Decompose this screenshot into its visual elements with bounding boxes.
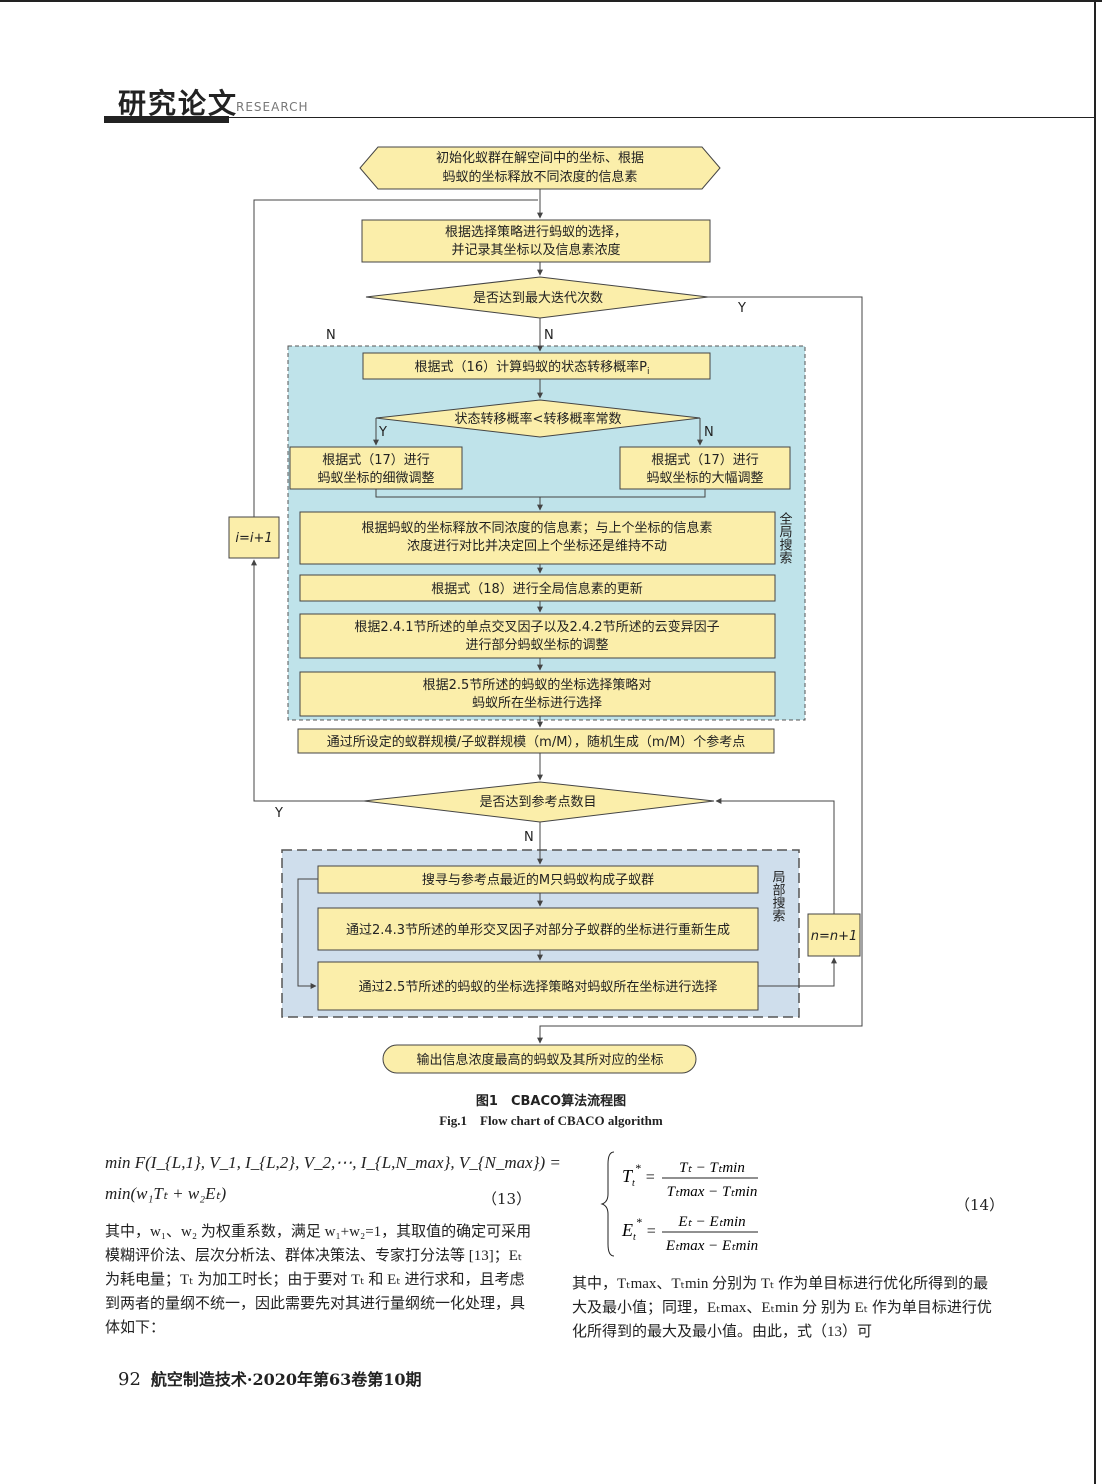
global-update-box bbox=[299, 574, 776, 602]
start-node bbox=[359, 146, 721, 190]
global-update-label: 根据式（18）进行全局信息素的更新 bbox=[431, 581, 643, 597]
crossover-line1: 根据2.4.1节所述的单点交叉因子以及2.4.2节所述的云变异因子 bbox=[354, 619, 719, 635]
svg-text:Tt* =: Tt* = bbox=[622, 1161, 656, 1189]
crossover-box bbox=[299, 613, 776, 659]
equation-13-line2: min(w₁Tₜ + w₂Eₜ) bbox=[105, 1184, 227, 1203]
eq14-E-denominator: Eₜmax − Eₜmin bbox=[665, 1238, 758, 1254]
ref-decision-label: 是否达到参考点数目 bbox=[479, 794, 596, 810]
transfer-decision-label: 状态转移概率<转移概率常数 bbox=[455, 411, 622, 427]
regen-box bbox=[317, 907, 759, 951]
max-iter-label: 是否达到最大迭代次数 bbox=[473, 290, 603, 306]
header-bar bbox=[104, 116, 229, 123]
journal-name: 航空制造技术·2020年第63卷第10期 bbox=[150, 1370, 422, 1389]
crossover-line2: 进行部分蚂蚁坐标的调整 bbox=[465, 637, 608, 653]
section-title: 研究论文 bbox=[118, 87, 239, 120]
loop-no: N bbox=[326, 328, 336, 343]
max-iter-no: N bbox=[544, 328, 554, 343]
equation-13-number: （13） bbox=[482, 1190, 532, 1208]
large-adjust-line2: 蚂蚁坐标的大幅调整 bbox=[646, 470, 763, 486]
large-adjust-line1: 根据式（17）进行 bbox=[651, 453, 759, 468]
fine-adjust-line1: 根据式（17）进行 bbox=[322, 453, 430, 468]
equation-13-line1: min F(I_{L,1}, V_1, I_{L,2}, V_2,⋯, I_{L… bbox=[105, 1153, 561, 1172]
eq14-T-denominator: Tₜmax − Tₜmin bbox=[667, 1184, 758, 1200]
page-number: 92 bbox=[118, 1369, 141, 1390]
start-node-line2: 蚂蚁的坐标释放不同浓度的信息素 bbox=[442, 169, 637, 185]
local-choose-label: 通过2.5节所述的蚂蚁的坐标选择策略对蚂蚁所在坐标进行选择 bbox=[359, 979, 718, 995]
fine-adjust-box bbox=[289, 446, 463, 490]
select-box-line1: 根据选择策略进行蚂蚁的选择， bbox=[445, 224, 627, 240]
large-adjust-box bbox=[619, 446, 791, 490]
ref-yes: Y bbox=[274, 806, 283, 821]
select-box-line2: 并记录其坐标以及信息素浓度 bbox=[451, 242, 620, 258]
local-search-label: 局部搜索 bbox=[770, 870, 786, 922]
n-update-label: n=n+1 bbox=[811, 929, 858, 944]
transfer-no: N bbox=[704, 425, 714, 440]
sub-colony-label: 搜寻与参考点最近的M只蚂蚁构成子蚁群 bbox=[422, 872, 654, 888]
eq14-T-numerator: Tₜ − Tₜmin bbox=[679, 1160, 745, 1176]
page-footer: 92 航空制造技术·2020年第63卷第10期 bbox=[118, 1366, 422, 1390]
fine-adjust-line2: 蚂蚁坐标的细微调整 bbox=[317, 470, 434, 486]
svg-text:Et* =: Et* = bbox=[621, 1215, 657, 1243]
output-node bbox=[382, 1044, 697, 1074]
max-iter-yes: Y bbox=[737, 301, 746, 316]
n-update-box bbox=[807, 913, 861, 957]
transfer-yes: Y bbox=[378, 425, 387, 440]
global-search-label: 全局搜索 bbox=[777, 511, 793, 564]
section-subtitle: RESEARCH bbox=[236, 100, 309, 114]
header-line bbox=[229, 117, 1096, 118]
equation-14-number: （14） bbox=[955, 1196, 1005, 1214]
eq14-E-numerator: Eₜ − Eₜmin bbox=[677, 1214, 745, 1230]
top-rule bbox=[0, 0, 1102, 2]
choose-line2: 蚂蚁所在坐标进行选择 bbox=[472, 696, 602, 711]
figure-caption-cn: 图1 CBACO算法流程图 bbox=[475, 1094, 627, 1109]
figure-caption-en: Fig.1 Flow chart of CBACO algorithm bbox=[439, 1113, 663, 1128]
equation-14: Tt* = Tₜ − Tₜmin Tₜmax − Tₜmin Et* = Eₜ … bbox=[600, 1151, 758, 1257]
release-box bbox=[299, 511, 776, 565]
local-choose-box bbox=[317, 961, 759, 1011]
right-paragraph: 其中，Tₜmax、Tₜmin 分别为 Tₜ 作为单目标进行优化所得到的最大及最小… bbox=[572, 1276, 992, 1340]
left-paragraph: 其中，w₁、w₂ 为权重系数，满足 w₁+w₂=1，其取值的确定可采用模糊评价法… bbox=[105, 1224, 532, 1336]
ref-no: N bbox=[524, 830, 534, 845]
ref-points-box bbox=[297, 728, 775, 754]
release-line2: 浓度进行对比并决定回上个坐标还是维持不动 bbox=[407, 538, 667, 554]
right-rule bbox=[1094, 0, 1096, 1484]
choose-line1: 根据2.5节所述的蚂蚁的坐标选择策略对 bbox=[423, 677, 652, 693]
output-label: 输出信息浓度最高的蚂蚁及其所对应的坐标 bbox=[416, 1052, 663, 1068]
transfer-prob-box bbox=[362, 352, 711, 380]
release-line1: 根据蚂蚁的坐标释放不同浓度的信息素；与上个坐标的信息素 bbox=[361, 520, 712, 536]
ref-decision bbox=[363, 781, 715, 823]
ref-points-label: 通过所设定的蚁群规模/子蚁群规模（m/M），随机生成（m/M）个参考点 bbox=[327, 734, 745, 750]
transfer-prob-label: 根据式（16）计算蚂蚁的状态转移概率Pi bbox=[415, 359, 650, 377]
regen-label: 通过2.4.3节所述的单形交叉因子对部分子蚁群的坐标进行重新生成 bbox=[346, 922, 730, 938]
start-node-line1: 初始化蚁群在解空间中的坐标、根据 bbox=[436, 150, 644, 166]
flowchart: 初始化蚁群在解空间中的坐标、根据 蚂蚁的坐标释放不同浓度的信息素 根据选择策略进… bbox=[228, 146, 863, 1074]
edges bbox=[251, 189, 863, 1044]
choose-box bbox=[299, 671, 776, 717]
i-update-label: i=i+1 bbox=[235, 531, 272, 546]
select-box bbox=[361, 219, 711, 263]
